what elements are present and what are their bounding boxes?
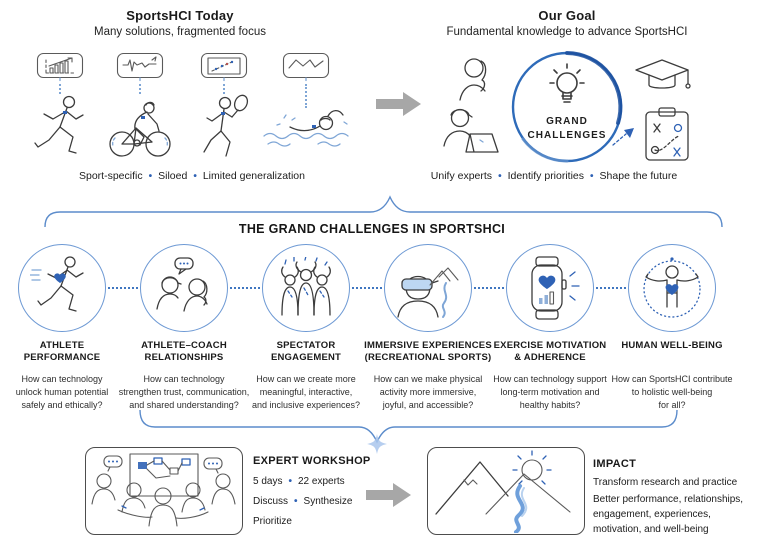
bullet-separator: • [294,496,298,507]
dotted-connector [139,84,141,94]
circle-connector [596,287,626,289]
today-tagline: Sport-specific • Siloed • Limited generaliza… [32,170,352,182]
workshop-line3: Prioritize [253,516,383,527]
runner-heart-icon [30,256,84,312]
challenge-circle-motivation [506,244,594,332]
bullet-separator: • [148,171,153,182]
circle-connector [108,287,138,289]
today-tagline-item: Siloed [158,170,188,182]
cheering-crowd-icon [281,257,331,316]
today-tagline-item: Limited generalization [202,170,305,182]
goal-subtitle: Fundamental knowledge to advance SportsH… [446,26,688,38]
bullet-separator: • [498,171,502,182]
woman-icon [459,58,487,101]
goal-tagline-item: Shape the future [599,170,678,182]
bar-chart-bubble-icon [36,52,84,83]
challenge-question: How can SportsHCI contribute to holistic… [611,374,733,410]
sport-column-tennis [180,52,268,160]
goal-tagline-item: Identify priorities [507,170,585,182]
line-chart-bubble-icon [282,52,330,83]
grand-challenges-circle: GRAND CHALLENGES [509,49,625,165]
impact-line2: Better performance, relationships, engag… [593,494,744,535]
today-header: SportsHCI Today Many solutions, fragment… [30,8,330,38]
goal-tagline: Unify experts • Identify priorities • Shape … [404,170,704,182]
challenge-circle-spectator [262,244,350,332]
circle-connector [352,287,382,289]
bullet-separator: • [590,171,594,182]
challenge-circle-immersive [384,244,472,332]
screen-scatter-bubble-icon [200,52,248,83]
tennis-player-icon [203,94,249,157]
sport-column-running [16,52,104,160]
challenge-question: How can technology unlock human potentia… [15,374,109,410]
mountain-sun-river-icon [435,450,571,534]
impact-text: IMPACT Transform research and practice B… [593,458,765,537]
impact-illustration-box [427,447,585,535]
sparkle-icon [367,434,387,454]
workshop-experts: 22 experts [297,476,345,487]
person-laptop-icon [443,108,499,153]
circle-connector [474,287,504,289]
strategy-clipboard-icon [645,107,689,161]
challenges-heading: THE GRAND CHALLENGES IN SPORTSHCI [238,222,506,236]
today-title: SportsHCI Today [126,8,234,23]
cyclist-icon [109,101,171,157]
graduation-cap-icon [635,59,691,89]
workshop-days: 5 days [253,476,283,487]
challenge-circle-wellbeing [628,244,716,332]
dotted-connector [305,84,307,108]
small-blue-arrow-icon [612,128,634,146]
challenge-title: EXERCISE MOTIVATION & ADHERENCE [493,340,607,363]
circle-connector [230,287,260,289]
workshop-line1: 5 days • 22 experts [253,476,383,487]
lightbulb-icon [549,63,585,103]
today-tagline-item: Sport-specific [79,170,143,182]
brush-circle-icon [511,51,623,163]
smartwatch-heart-icon [531,256,580,320]
workshop-text: EXPERT WORKSHOP 5 days • 22 experts Discus… [253,455,383,527]
bottom-brace [139,409,678,444]
grand-label-line1: GRAND [546,116,588,127]
dotted-connector [59,84,61,94]
workshop-prioritize: Prioritize [253,516,292,527]
impact-title: IMPACT [593,458,637,470]
challenge-title: ATHLETE–COACH RELATIONSHIPS [141,340,227,363]
challenge-title: SPECTATOR ENGAGEMENT [270,340,342,363]
dotted-connector [223,84,225,94]
open-arms-wellbeing-icon [643,257,701,318]
grand-label-line2: CHALLENGES [527,130,607,141]
bullet-separator: • [193,171,197,182]
arrow-right-icon [376,92,421,116]
challenge-title: HUMAN WELL-BEING [621,340,723,351]
sport-column-cycling [96,52,184,160]
challenge-question: How can we create more meaningful, inter… [251,374,361,410]
grand-label: GRAND CHALLENGES [509,115,625,143]
sport-column-swimming [258,52,354,150]
challenge-question: How can we make physical activity more i… [373,374,483,410]
challenge-circle-athlete-coach [140,244,228,332]
challenge-circle-athlete-performance [18,244,106,332]
challenge-question: How can technology support long-term mot… [493,374,607,410]
swimmer-icon [263,109,349,147]
goal-tagline-item: Unify experts [430,170,493,182]
vr-headset-person-icon [397,267,459,318]
bullet-separator: • [288,476,292,487]
workshop-title: EXPERT WORKSHOP [253,455,371,467]
athlete-coach-dialog-icon [156,257,208,312]
impact-line1: Transform research and practice [593,477,738,488]
goal-title: Our Goal [538,8,596,23]
runner-icon [34,95,84,154]
arrow-right-icon [366,483,411,507]
challenge-title: ATHLETE PERFORMANCE [23,340,101,363]
challenge-question: How can technology strengthen trust, com… [118,374,250,410]
goal-header: Our Goal Fundamental knowledge to advanc… [417,8,717,38]
workshop-line2: Discuss • Synthesize [253,496,383,507]
today-subtitle: Many solutions, fragmented focus [94,26,266,38]
workshop-discuss: Discuss [253,496,289,507]
workshop-scene-icon [91,453,236,527]
workshop-illustration-box [85,447,243,535]
workshop-synthesize: Synthesize [303,496,353,507]
pulse-bubble-icon [116,52,164,83]
challenge-title: IMMERSIVE EXPERIENCES (RECREATIONAL SPOR… [364,340,492,363]
